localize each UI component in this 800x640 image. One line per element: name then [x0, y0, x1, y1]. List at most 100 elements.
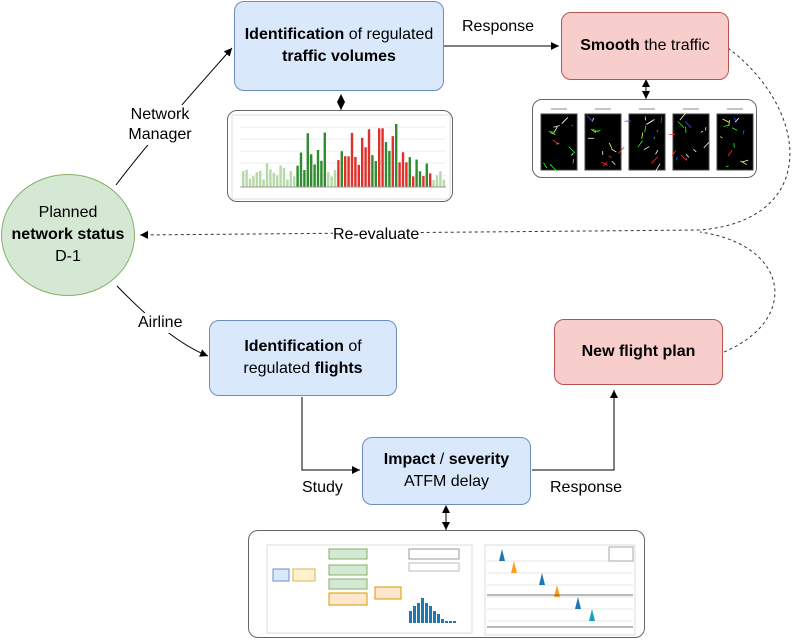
- node-planned-network-status: Planned network status D-1: [1, 174, 135, 296]
- map-route: [553, 126, 558, 133]
- chart-bar: [425, 163, 428, 187]
- chart-bar: [361, 137, 364, 187]
- chart-bar: [259, 170, 262, 187]
- map-route: [731, 127, 738, 131]
- node-smooth-traffic: Smooth the traffic: [561, 12, 729, 80]
- chart-bar: [303, 169, 306, 187]
- label-re-evaluate: Re-evaluate: [333, 225, 420, 245]
- chart-bar: [313, 164, 316, 187]
- map-route: [693, 149, 697, 153]
- map-route: [719, 136, 723, 139]
- map-route: [644, 125, 647, 133]
- smoothing-maps: [540, 108, 754, 172]
- map-route: [677, 121, 685, 129]
- map-route: [543, 162, 548, 169]
- map-route: [601, 161, 608, 166]
- map-route: [591, 128, 597, 134]
- label-study: Study: [302, 478, 343, 498]
- map-route: [680, 154, 687, 161]
- map-route: [685, 153, 690, 158]
- panel-impact-analysis: [248, 530, 645, 638]
- map-route: [734, 117, 740, 123]
- panel-smoothing-maps: [532, 99, 757, 178]
- label-response-bottom: Response: [550, 478, 623, 498]
- chart-bar: [337, 160, 340, 187]
- chart-bar: [374, 161, 377, 187]
- planned-line2: network status: [11, 226, 125, 243]
- chart-bar: [316, 149, 320, 187]
- node-identification-traffic-volumes: Identification of regulated traffic volu…: [234, 1, 444, 91]
- chart-bar: [286, 179, 289, 187]
- map-route: [742, 130, 745, 135]
- flow-hist-bar: [421, 598, 424, 623]
- chart-bar: [279, 165, 282, 187]
- impact-bold1: Impact: [383, 451, 436, 468]
- planned-line1: Planned: [38, 204, 98, 221]
- edge-response-bottom: [532, 390, 618, 471]
- map-route: [586, 115, 593, 122]
- flow-box: [272, 568, 290, 582]
- map-route: [700, 130, 704, 133]
- map-route: [548, 131, 556, 133]
- chart-bar: [265, 163, 269, 187]
- dist-peak: [554, 585, 560, 597]
- flow-hist-bar: [437, 614, 440, 623]
- id-flights-rest2: regulated: [243, 360, 315, 377]
- map-route: [723, 124, 730, 128]
- chart-bar: [269, 169, 272, 187]
- chart-bar: [323, 132, 326, 187]
- node-impact-severity: Impact / severity ATFM delay: [362, 437, 531, 505]
- map-route: [608, 142, 613, 149]
- map-route: [552, 139, 560, 145]
- chart-bar: [439, 171, 442, 187]
- chart-bar: [262, 179, 265, 187]
- node-identification-regulated-flights: Identification of regulated flights: [209, 320, 397, 396]
- chart-bar: [364, 147, 367, 187]
- map-route: [679, 113, 686, 121]
- chart-bar: [408, 157, 411, 187]
- map-route: [553, 125, 560, 128]
- chart-bar: [388, 150, 391, 187]
- impact-analysis-thumbnails: [266, 544, 636, 636]
- flow-hist-bar: [441, 619, 444, 623]
- dist-peak: [499, 549, 505, 561]
- smooth-bold: Smooth: [580, 37, 640, 54]
- map-route: [568, 146, 576, 154]
- chart-bar: [367, 129, 371, 187]
- label-airline: Airline: [138, 313, 183, 333]
- chart-bar: [276, 175, 279, 187]
- flow-hist-bar: [433, 611, 436, 623]
- flow-hist-bar: [417, 603, 420, 623]
- chart-bar: [398, 162, 401, 187]
- flow-hist-bar: [425, 603, 428, 623]
- chart-bar: [395, 123, 398, 187]
- map-route: [593, 129, 601, 133]
- map-route: [592, 128, 600, 133]
- dist-legend: [608, 546, 634, 562]
- chart-bar: [333, 170, 337, 187]
- chart-bar: [405, 162, 408, 187]
- chart-bar: [412, 176, 415, 187]
- chart-bar: [310, 154, 313, 187]
- map-route: [727, 150, 733, 157]
- map-route: [644, 116, 647, 121]
- edge-study: [301, 397, 360, 474]
- chart-bar: [432, 179, 435, 187]
- chart-bar: [289, 171, 292, 187]
- dist-peak: [511, 561, 517, 573]
- chart-bar: [350, 132, 354, 187]
- chart-bar: [320, 160, 323, 187]
- map-route: [571, 153, 574, 156]
- traffic-volume-bar-chart: [231, 114, 451, 200]
- map-route: [608, 155, 612, 158]
- map-route: [740, 160, 748, 166]
- label-response-top: Response: [462, 18, 535, 35]
- map-route: [646, 120, 653, 125]
- flow-box: [292, 568, 316, 582]
- flow-hist-bar: [453, 621, 456, 623]
- flow-box: [408, 548, 460, 560]
- map-route: [637, 140, 644, 148]
- chart-bar: [242, 171, 245, 187]
- map-route: [655, 149, 659, 155]
- new-plan-bold: New flight plan: [581, 343, 696, 360]
